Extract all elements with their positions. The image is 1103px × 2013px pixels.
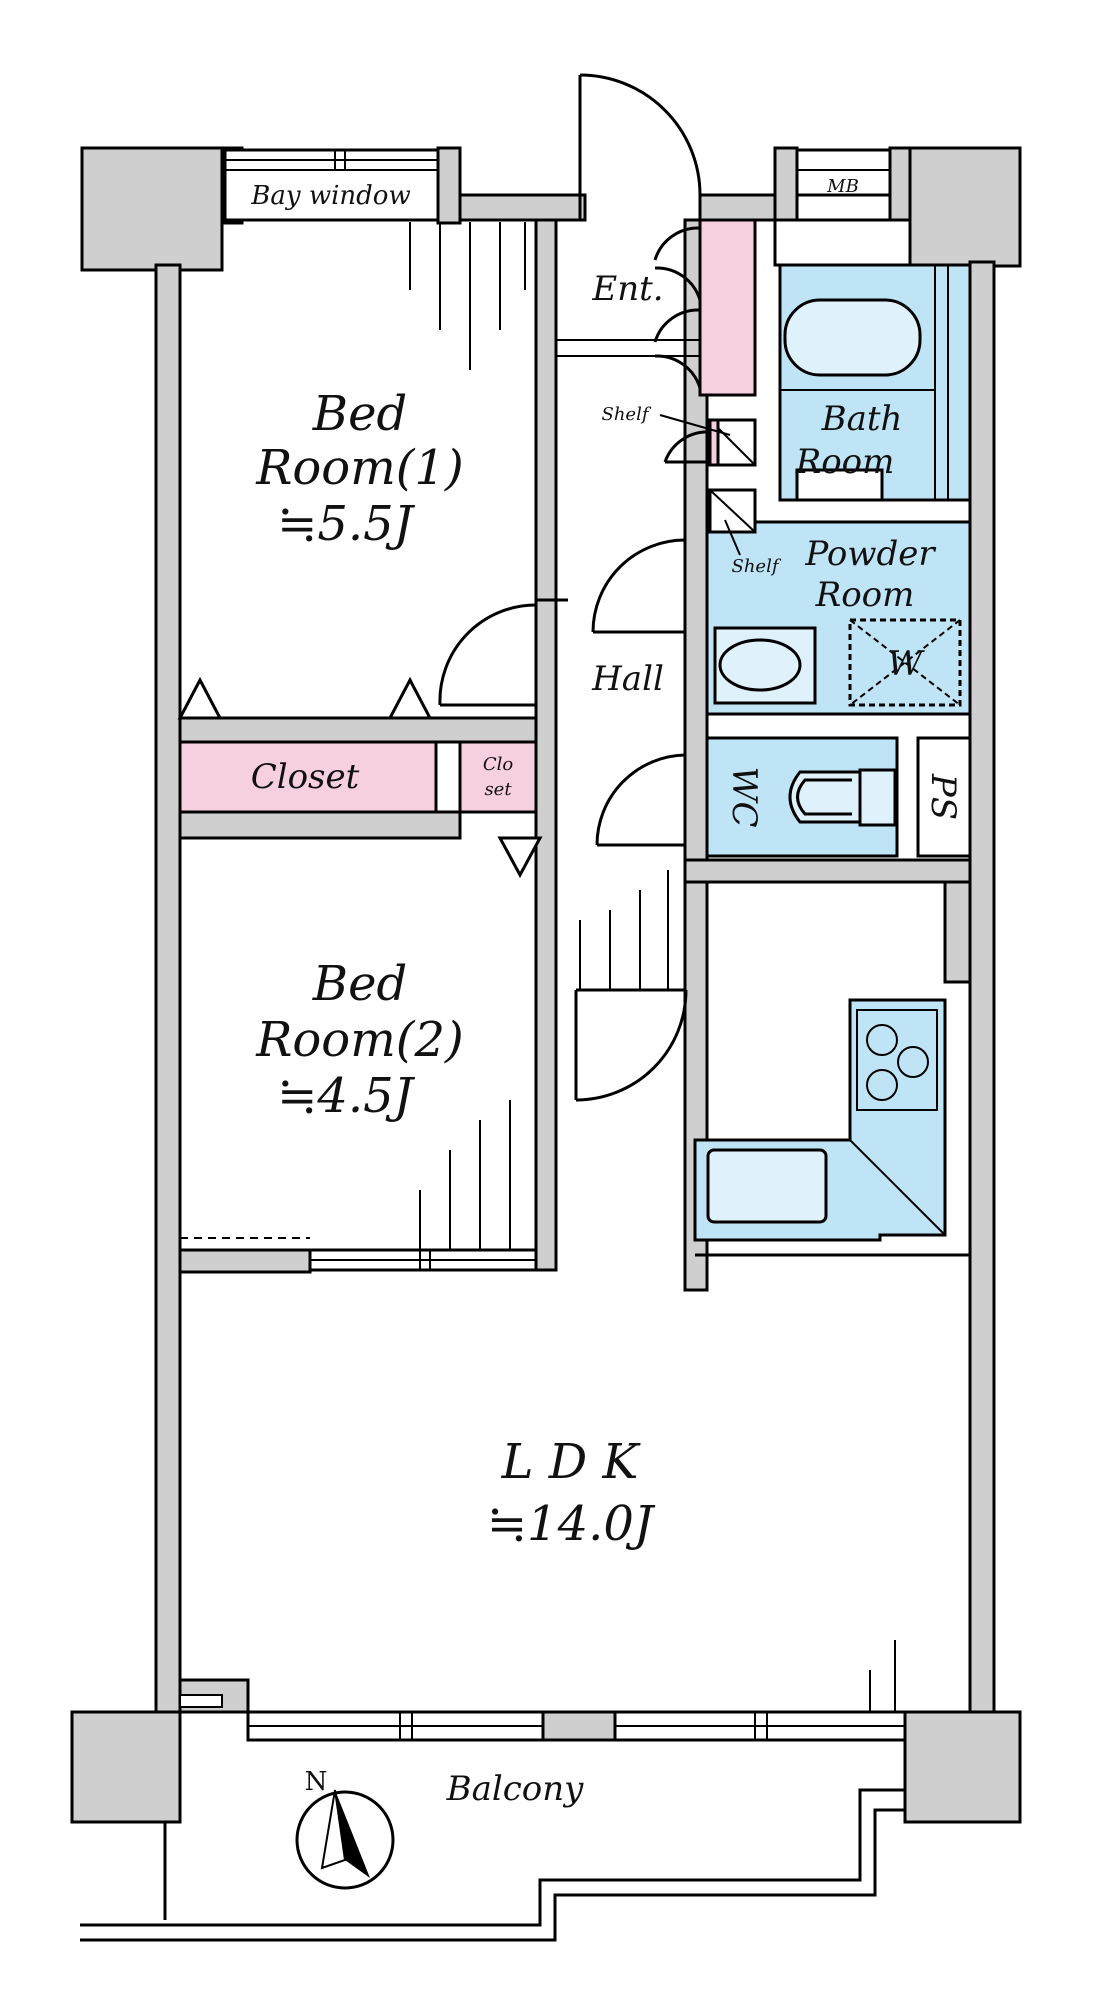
bedroom2-label-line1: Bed [312, 956, 407, 1012]
bedroom1-label-line2: Room(1) [255, 440, 463, 496]
north-label: N [305, 1767, 328, 1797]
bath-room: Bath Room [773, 218, 972, 502]
ldk: L D K ≒14.0J [179, 1434, 907, 1742]
ps-label: PS [923, 773, 963, 820]
closet-small-label-2: set [484, 779, 512, 800]
entrance-hall: Ent. Shelf Hall [556, 218, 757, 1102]
balcony: Balcony N [80, 1767, 905, 1942]
bath-label-line1: Bath [821, 399, 903, 439]
washing-machine-icon: W [888, 644, 926, 684]
shelf-top-label: Shelf [602, 404, 652, 425]
bedroom-2: Bed Room(2) ≒4.5J [180, 956, 538, 1272]
hall-label: Hall [591, 659, 664, 699]
powder-room: Shelf Powder Room W [705, 488, 972, 716]
kitchen [693, 998, 970, 1257]
sink-icon [718, 638, 802, 692]
bedroom1-size: ≒5.5J [277, 496, 416, 552]
bay-window-label: Bay window [250, 181, 410, 211]
entrance-label: Ent. [591, 269, 663, 309]
bedroom2-label-line2: Room(2) [255, 1012, 463, 1068]
closets: Closet Clo set [178, 740, 543, 879]
bedroom2-size: ≒4.5J [277, 1068, 416, 1124]
powder-label-line1: Powder [804, 534, 936, 574]
bathtub-icon [783, 298, 922, 377]
ldk-name: L D K [501, 1434, 642, 1490]
balcony-label: Balcony [446, 1769, 585, 1809]
entrance-door [578, 73, 702, 220]
bedroom1-label-line1: Bed [312, 386, 407, 442]
closet-small-label-1: Clo [483, 754, 514, 775]
mb-label: MB [826, 176, 859, 197]
walls [70, 146, 1022, 1824]
stove-icon [856, 1009, 938, 1111]
closet-label: Closet [251, 757, 360, 797]
wc-label: WC [724, 767, 764, 828]
bedroom-1: Bed Room(1) ≒5.5J [177, 222, 568, 720]
compass-icon: N [295, 1767, 395, 1890]
bath-label-line2: Room [795, 442, 895, 482]
bay-window: Bay window [223, 148, 440, 222]
kitchen-sink-icon [706, 1148, 828, 1224]
shelf-powder-label: Shelf [732, 556, 782, 577]
meter-box: MB [795, 148, 892, 197]
wc: WC PS [705, 736, 972, 858]
powder-label-line2: Room [815, 575, 915, 615]
toilet-icon [788, 768, 897, 827]
ldk-size: ≒14.0J [487, 1496, 656, 1552]
